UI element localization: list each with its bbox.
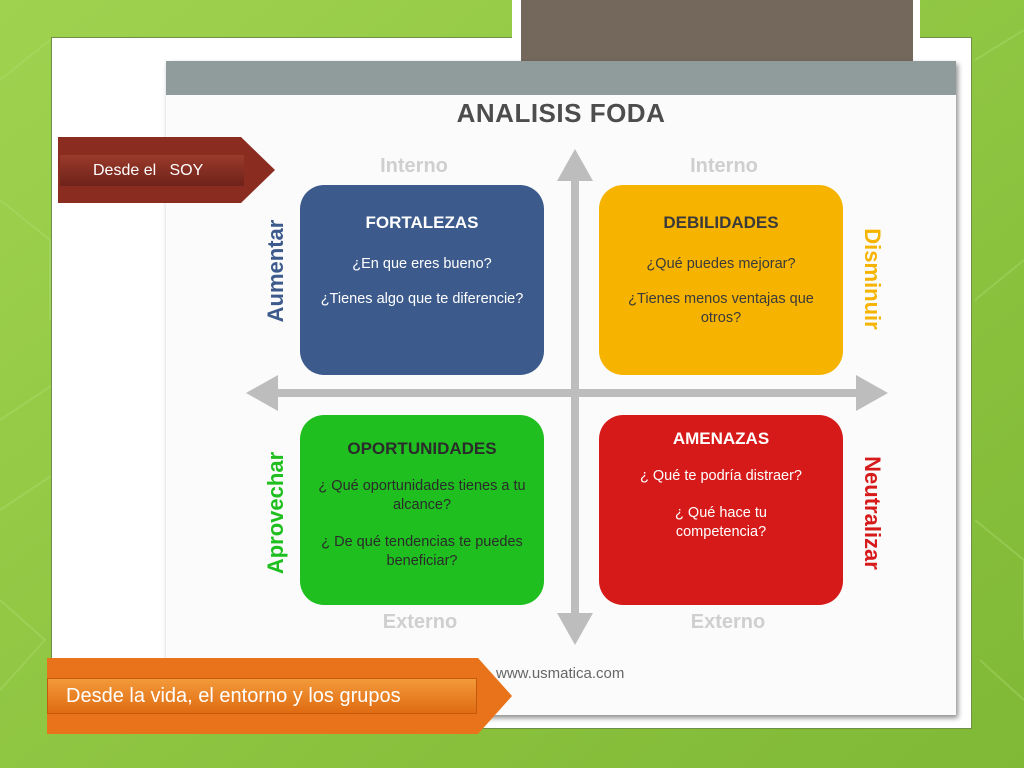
quadrant-question: ¿ Qué hace tu competencia? xyxy=(675,505,767,540)
foda-figure: ANALISIS FODA Interno Interno Externo Ex… xyxy=(166,61,956,715)
quadrant-title: OPORTUNIDADES xyxy=(347,439,497,458)
source-credit: www.usmatica.com xyxy=(496,665,625,682)
side-label-disminuir: Disminuir xyxy=(860,228,885,330)
callout-label: Desde el SOY xyxy=(60,155,244,186)
axis-arrow-right-icon xyxy=(856,375,888,411)
quadrant-title: AMENAZAS xyxy=(672,429,770,448)
horizontal-axis xyxy=(276,389,868,397)
quadrant-amenazas: AMENAZAS ¿ Qué te podría distraer? ¿ Qué… xyxy=(599,415,843,605)
side-label-neutralizar: Neutralizar xyxy=(860,456,885,570)
side-label-aumentar: Aumentar xyxy=(263,219,288,323)
quadrant-question: ¿En que eres bueno? xyxy=(352,256,492,272)
axis-arrow-left-icon xyxy=(246,375,278,411)
quadrant-question: ¿ Qué te podría distraer? xyxy=(640,468,802,484)
axis-label-bottom-right: Externo xyxy=(690,611,766,633)
quadrant-debilidades: DEBILIDADES ¿Qué puedes mejorar? ¿Tienes… xyxy=(599,185,843,375)
diagram-title: ANALISIS FODA xyxy=(456,98,666,128)
axis-label-top-left: Interno xyxy=(380,155,448,177)
quadrant-question: ¿ Qué oportunidades tienes a tu alcance? xyxy=(318,478,526,513)
figure-header-band xyxy=(166,61,956,95)
quadrant-title: DEBILIDADES xyxy=(663,213,779,232)
axis-label-bottom-left: Externo xyxy=(382,611,458,633)
quadrant-oportunidades: OPORTUNIDADES ¿ Qué oportunidades tienes… xyxy=(300,415,544,605)
quadrant-title: FORTALEZAS xyxy=(365,213,479,232)
vertical-axis xyxy=(571,175,579,631)
axis-arrow-up-icon xyxy=(557,149,593,181)
top-tab-panel xyxy=(521,0,913,62)
axis-arrow-down-icon xyxy=(557,613,593,645)
axes-arrows xyxy=(246,149,888,645)
callout-label: Desde la vida, el entorno y los grupos xyxy=(47,678,477,714)
axis-label-top-right: Interno xyxy=(690,155,758,177)
callout-desde-la-vida: Desde la vida, el entorno y los grupos xyxy=(47,658,512,734)
quadrant-question: ¿Tienes algo que te diferencie? xyxy=(320,291,524,307)
quadrant-question: ¿Tienes menos ventajas que otros? xyxy=(628,291,814,326)
quadrant-question: ¿ De qué tendencias te puedes beneficiar… xyxy=(321,534,523,569)
side-label-aprovechar: Aprovechar xyxy=(263,451,288,575)
quadrant-question: ¿Qué puedes mejorar? xyxy=(646,256,796,272)
quadrant-fortalezas: FORTALEZAS ¿En que eres bueno? ¿Tienes a… xyxy=(300,185,544,375)
callout-desde-el-soy: Desde el SOY xyxy=(58,137,275,203)
